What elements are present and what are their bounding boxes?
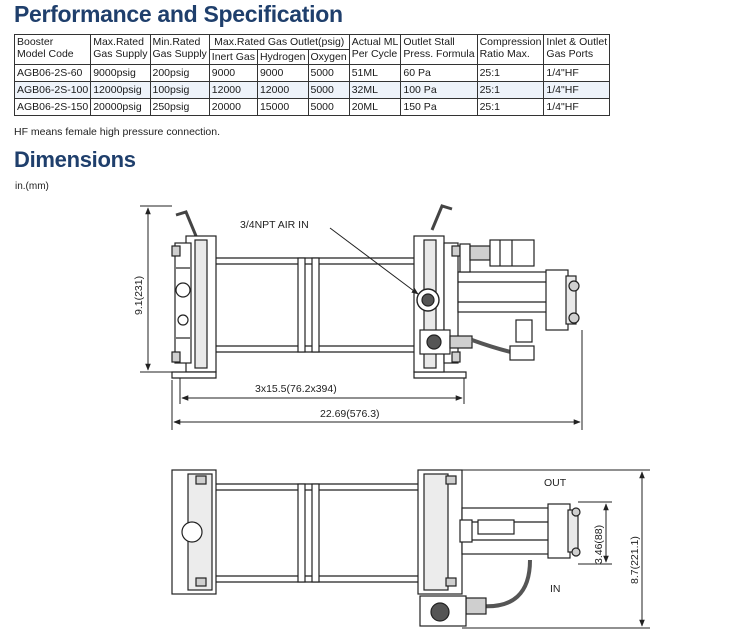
table-subheader-row: Inert Gas Hydrogen Oxygen	[15, 49, 610, 65]
hf-note: HF means female high pressure connection…	[14, 126, 221, 138]
air-in-label: 3/4NPT AIR IN	[240, 219, 309, 231]
depth-dimension	[460, 469, 650, 629]
table-row: AGB06-2S-150 20000psig 250psig 20000 150…	[13, 98, 611, 116]
cell-stall: 150 Pa	[400, 98, 478, 116]
front-view	[171, 204, 580, 379]
cell-supply-max: 20000psig	[90, 98, 151, 116]
length-dimension	[171, 330, 583, 430]
cell-supply-min: 100psig	[149, 81, 210, 99]
length-label: 22.69(576.3)	[320, 408, 380, 420]
top-view	[171, 469, 581, 627]
units-label: in.(mm)	[15, 181, 49, 192]
air-in-leader	[329, 227, 419, 295]
cell-inert: 12000	[208, 81, 258, 99]
cell-inert: 20000	[208, 98, 258, 116]
port-gap-label: 3.46(88)	[593, 525, 605, 564]
header-outlet-group: Max.Rated Gas Outlet(psig)	[208, 34, 350, 50]
cell-ratio: 25:1	[476, 81, 545, 99]
cell-actual: 20ML	[348, 98, 402, 116]
header-hydrogen: Hydrogen	[256, 49, 309, 65]
header-oxygen: Oxygen	[307, 49, 350, 65]
spacing-dimension	[179, 378, 465, 404]
out-label: OUT	[544, 477, 567, 489]
table-row: AGB06-2S-60 9000psig 200psig 9000 9000 5…	[13, 64, 611, 82]
spacing-label: 3x15.5(76.2x394)	[255, 383, 337, 395]
cell-stall: 100 Pa	[400, 81, 478, 99]
cell-hydrogen: 15000	[256, 98, 309, 116]
cell-model: AGB06-2S-100	[13, 81, 92, 99]
height-label: 9.1(231)	[133, 276, 145, 315]
in-label: IN	[550, 583, 561, 595]
depth-label: 8.7(221.1)	[629, 536, 641, 584]
cell-ports: 1/4"HF	[543, 98, 611, 116]
performance-heading: Performance and Specification	[14, 1, 343, 27]
cell-ports: 1/4"HF	[543, 81, 611, 99]
cell-inert: 9000	[208, 64, 258, 82]
header-inert: Inert Gas	[208, 49, 258, 65]
cell-oxygen: 5000	[307, 64, 350, 82]
port-gap-dimension	[578, 501, 612, 565]
height-dimension	[140, 205, 172, 373]
dimensions-heading: Dimensions	[14, 147, 136, 172]
cell-oxygen: 5000	[307, 81, 350, 99]
cell-supply-min: 250psig	[149, 98, 210, 116]
cell-ratio: 25:1	[476, 98, 545, 116]
cell-oxygen: 5000	[307, 98, 350, 116]
cell-model: AGB06-2S-60	[13, 64, 92, 82]
